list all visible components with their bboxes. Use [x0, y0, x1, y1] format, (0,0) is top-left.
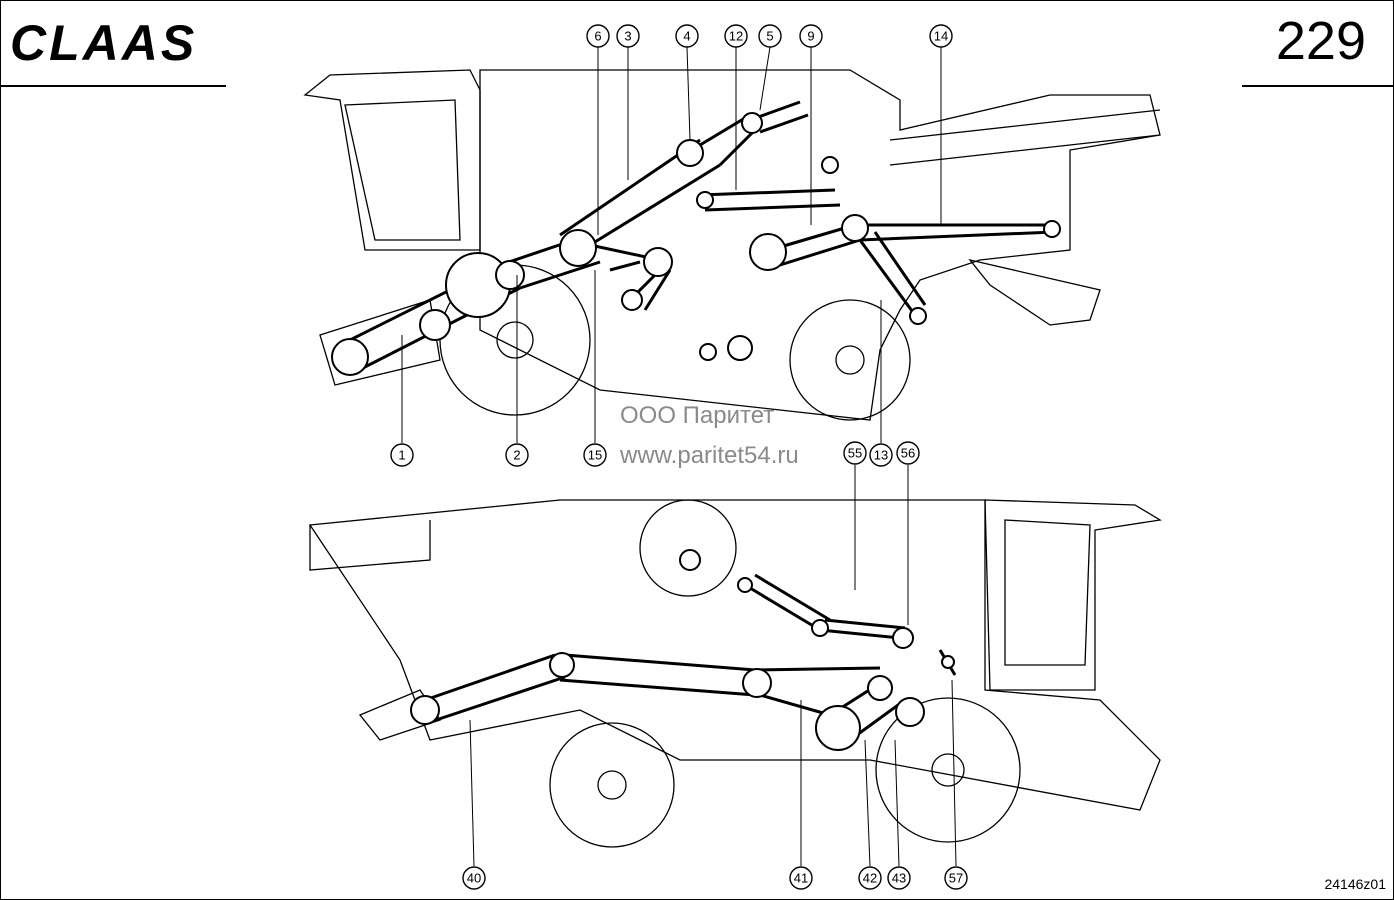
callout-9-label: 9 [807, 29, 814, 44]
callout-6: 6 [586, 24, 610, 48]
callout-56: 56 [896, 441, 920, 465]
belt-41 [559, 653, 756, 697]
upper-pulleys [331, 112, 1061, 376]
callout-12: 12 [724, 24, 748, 48]
belt-56 [819, 618, 906, 640]
callout-57-label: 57 [949, 871, 963, 886]
lower-front-wheel [875, 697, 1021, 843]
callout-1-label: 1 [398, 448, 405, 463]
belt-12 [699, 188, 841, 212]
callout-55: 55 [843, 441, 867, 465]
belt-14 [859, 223, 1056, 242]
callout-55-label: 55 [848, 446, 862, 461]
lower-body [308, 499, 1161, 811]
callout-5: 5 [758, 24, 782, 48]
upper-combine-outline [303, 69, 1161, 421]
callout-4-label: 4 [683, 29, 690, 44]
callout-3: 3 [616, 24, 640, 48]
belt-42 [754, 666, 881, 717]
lower-belts [424, 573, 957, 742]
callout-42-label: 42 [863, 871, 877, 886]
watermark-url: www.paritet54.ru [620, 442, 799, 469]
callout-15: 15 [583, 443, 607, 467]
callout-2: 2 [505, 443, 529, 467]
lower-cab-window [1004, 519, 1091, 666]
belt-40 [424, 653, 566, 724]
callout-9: 9 [799, 24, 823, 48]
callout-43-label: 43 [892, 871, 906, 886]
belt-55 [744, 573, 831, 632]
upper-feeder [319, 299, 441, 386]
callout-57: 57 [944, 866, 968, 890]
callout-2-label: 2 [513, 448, 520, 463]
callout-13: 13 [869, 443, 893, 467]
lower-combine-outline [308, 499, 1162, 848]
drawing-id: 24146z01 [1324, 876, 1386, 892]
upper-cab [303, 69, 481, 251]
callout-5-label: 5 [766, 29, 773, 44]
callout-42: 42 [858, 866, 882, 890]
callout-41: 41 [789, 866, 813, 890]
upper-rear-wheel [789, 299, 911, 421]
lower-fan [639, 499, 737, 597]
header-rule-right [1242, 85, 1394, 87]
callout-13-label: 13 [874, 448, 888, 463]
callout-15-label: 15 [588, 448, 602, 463]
claas-logo: CLAAS [10, 15, 198, 71]
callout-1: 1 [390, 443, 414, 467]
callout-40-label: 40 [467, 871, 481, 886]
page-number: 229 [1275, 11, 1366, 71]
callout-40: 40 [462, 866, 486, 890]
callout-14-label: 14 [934, 29, 948, 44]
callout-4: 4 [675, 24, 699, 48]
watermark-company: ООО Паритет [620, 402, 775, 429]
upper-unloader-tube [889, 109, 1161, 141]
upper-cab-window [344, 99, 461, 241]
callout-12-label: 12 [729, 29, 743, 44]
lower-unloader-tube [309, 520, 431, 571]
lower-pulleys [410, 549, 955, 751]
header-rule-left [0, 85, 226, 87]
callout-6-label: 6 [594, 29, 601, 44]
leader-lines [401, 46, 957, 867]
lower-rear-wheel [549, 722, 675, 848]
callout-56-label: 56 [901, 446, 915, 461]
belt-13 [858, 231, 927, 316]
callout-3-label: 3 [624, 29, 631, 44]
callout-43: 43 [887, 866, 911, 890]
upper-body [479, 69, 1161, 421]
upper-spreader [968, 258, 1101, 326]
callout-41-label: 41 [794, 871, 808, 886]
lower-cab [984, 499, 1162, 691]
callout-14: 14 [929, 24, 953, 48]
